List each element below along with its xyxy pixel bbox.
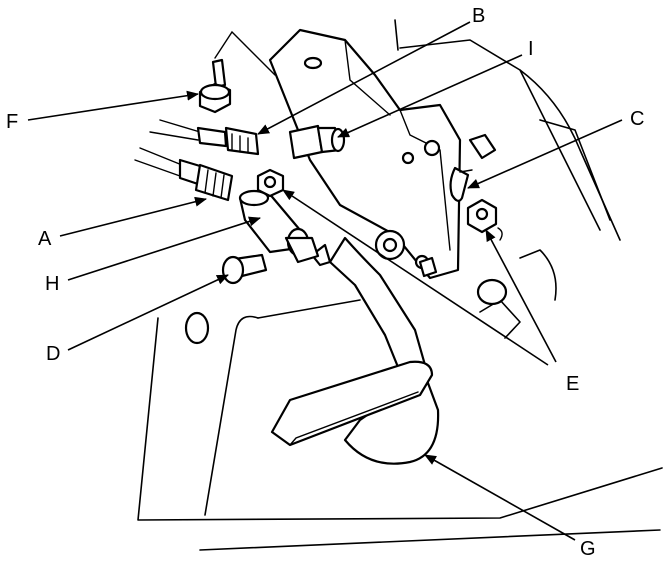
leader-lines bbox=[27, 21, 623, 541]
label-f: F bbox=[6, 111, 18, 133]
label-b: B bbox=[472, 5, 485, 27]
label-i: I bbox=[528, 38, 534, 60]
label-e: E bbox=[566, 373, 579, 395]
label-c: C bbox=[630, 108, 644, 130]
leader-g bbox=[424, 454, 576, 541]
body-hole-left bbox=[184, 311, 210, 345]
leader-a bbox=[59, 196, 207, 237]
leader-e-left bbox=[282, 189, 549, 366]
vehicle-body-panel bbox=[137, 19, 663, 551]
leader-b bbox=[257, 21, 471, 135]
label-g: G bbox=[580, 538, 596, 560]
connector-b bbox=[149, 119, 260, 156]
leader-i bbox=[337, 54, 523, 138]
callout-labels: F B I C A H D E G bbox=[6, 5, 644, 560]
brake-pedal bbox=[270, 229, 440, 465]
label-h: H bbox=[45, 273, 59, 295]
label-d: D bbox=[46, 343, 60, 365]
leader-e-right bbox=[485, 229, 557, 363]
leader-f bbox=[27, 90, 199, 121]
clip-c bbox=[449, 166, 473, 202]
label-a: A bbox=[38, 228, 52, 250]
brake-light-switch-i bbox=[288, 124, 346, 160]
clip-d bbox=[221, 253, 268, 285]
body-hole-right bbox=[476, 278, 508, 306]
brake-pedal-pad bbox=[270, 360, 434, 447]
stud bbox=[418, 256, 438, 278]
flange-bolt-f bbox=[198, 30, 276, 114]
nut-e-right bbox=[466, 198, 503, 241]
leader-c bbox=[467, 119, 623, 189]
switch-h bbox=[238, 189, 320, 264]
leader-h bbox=[67, 216, 261, 281]
connector-a bbox=[134, 147, 234, 202]
leader-d bbox=[67, 274, 229, 351]
nut-e-left bbox=[256, 168, 285, 198]
